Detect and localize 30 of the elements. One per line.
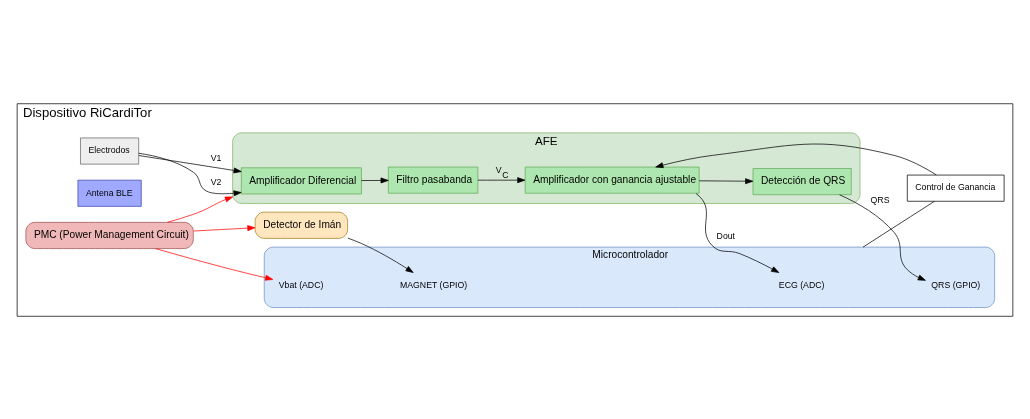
arrow	[167, 196, 233, 223]
node-box: Detector de Imán	[254, 211, 348, 239]
node-box: Detección de QRS	[752, 167, 852, 195]
node-box: Electrodos	[80, 137, 140, 164]
arrow	[347, 237, 414, 273]
arrow	[695, 192, 780, 273]
arrow	[138, 154, 242, 173]
arrow	[477, 176, 526, 183]
arrow	[655, 143, 937, 175]
node-box: Antena BLE	[77, 179, 142, 207]
node-text: MAGNET (GPIO)	[400, 279, 468, 290]
arrow	[361, 177, 389, 183]
edge-label: V1	[210, 152, 222, 163]
node-box: Amplificador con ganancia ajustable	[524, 166, 700, 194]
arrow	[155, 247, 274, 281]
edge-label: QRS	[870, 194, 890, 205]
connector	[862, 200, 935, 247]
node-text: ECG (ADC)	[778, 279, 825, 290]
arrow	[138, 152, 242, 196]
arrow	[698, 177, 754, 184]
arrow	[193, 224, 256, 231]
node-box: Filtro pasabanda	[388, 166, 479, 194]
edge-label: Dout	[716, 230, 736, 241]
node-box: Amplificador Diferencial	[240, 166, 362, 194]
edge-label: V2	[210, 176, 222, 187]
node-box: Control de Ganancia	[906, 174, 1005, 202]
node-text: QRS (GPIO)	[931, 279, 981, 290]
node-box: PMC (Power Management Circuit)	[25, 221, 194, 249]
node-text: Vbat (ADC)	[278, 279, 324, 290]
arrow	[839, 193, 926, 281]
